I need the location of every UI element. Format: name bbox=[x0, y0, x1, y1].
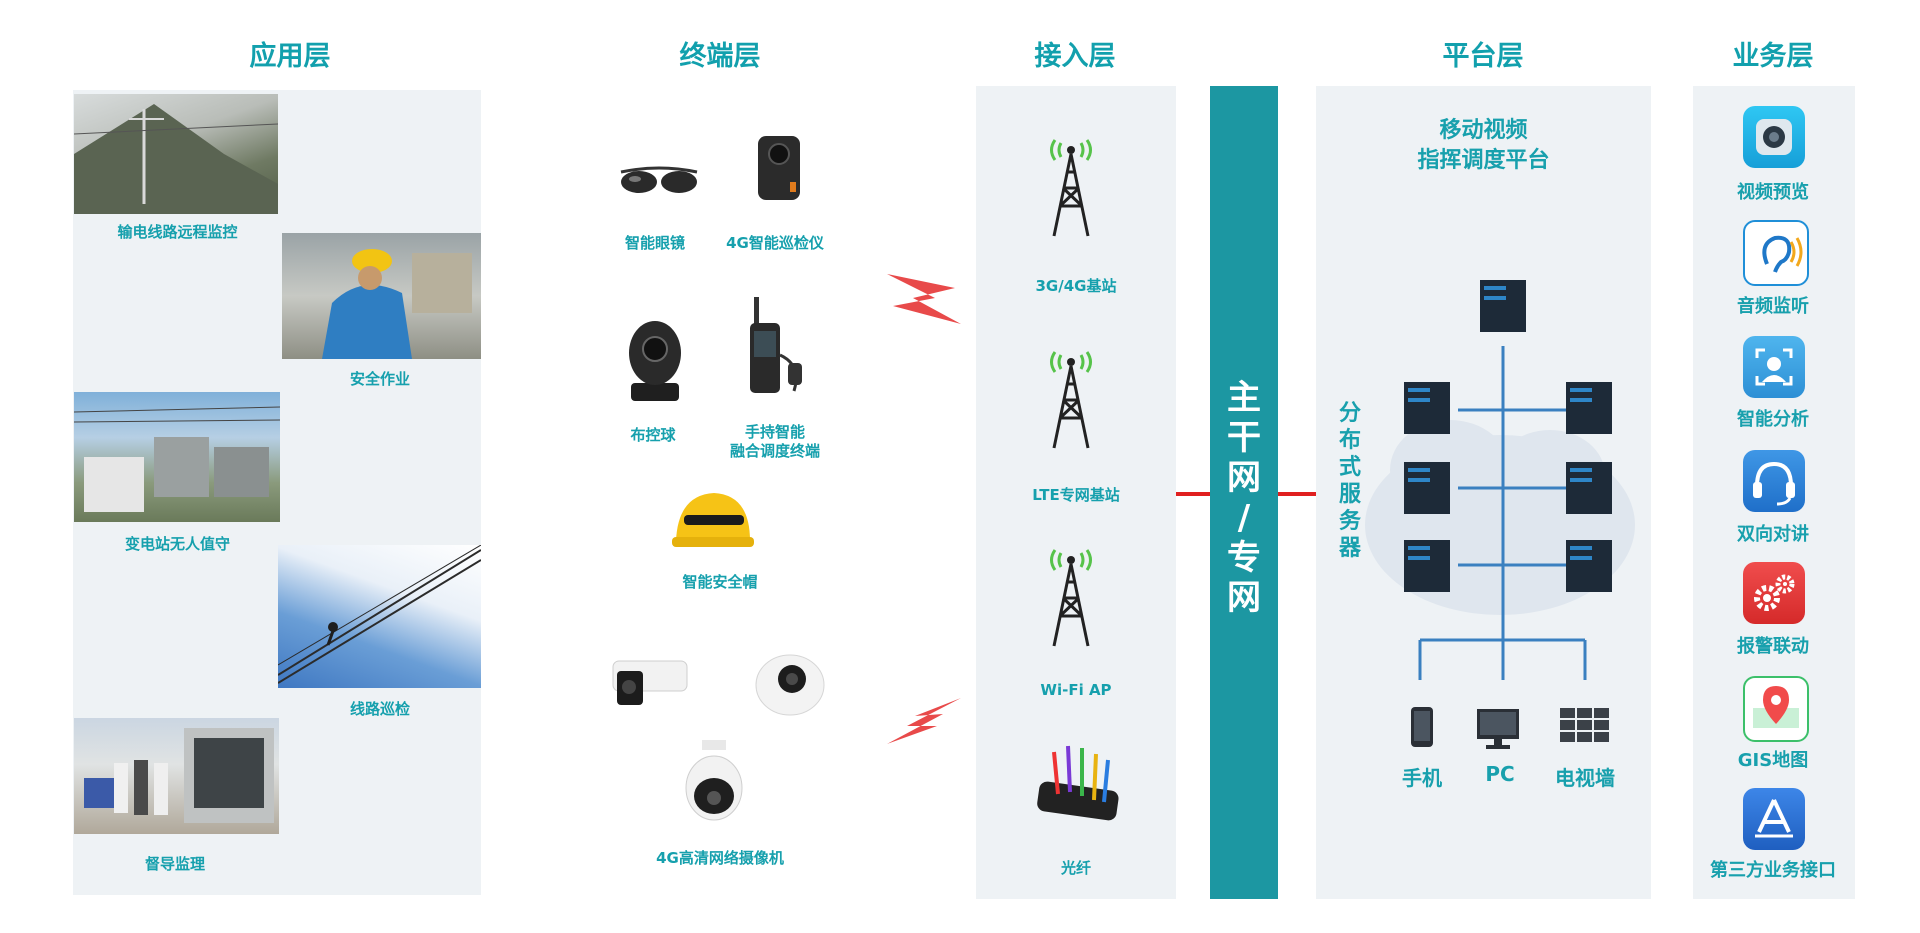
face-scan-icon[interactable] bbox=[1743, 336, 1805, 398]
inspector-device-icon bbox=[758, 136, 800, 200]
label-pc: PC bbox=[1485, 762, 1515, 786]
service-smart-analysis[interactable]: 智能分析 bbox=[1737, 409, 1809, 430]
caption-wifi-ap: Wi-Fi AP bbox=[1040, 681, 1112, 699]
caption-safety-helmet: 智能安全帽 bbox=[682, 573, 758, 591]
access-backbone-link bbox=[1176, 492, 1210, 496]
photo-substation bbox=[74, 392, 280, 522]
distributed-server-label: 分 布 式 服 务 器 bbox=[1338, 401, 1361, 561]
headset-icon[interactable] bbox=[1743, 450, 1805, 512]
caption-3g4g-station: 3G/4G基站 bbox=[1035, 277, 1117, 295]
service-alarm-linkage[interactable]: 报警联动 bbox=[1737, 636, 1809, 657]
caption-line-inspection: 线路巡检 bbox=[349, 700, 410, 718]
caption-substation: 变电站无人值守 bbox=[124, 535, 230, 553]
handheld-terminal-icon bbox=[750, 297, 802, 393]
hemisphere-camera-icon bbox=[755, 654, 825, 716]
caption-handheld-line1: 手持智能 bbox=[744, 423, 805, 441]
platform-title: 移动视频 指挥调度平台 bbox=[1417, 118, 1550, 173]
ear-sound-icon[interactable] bbox=[1743, 220, 1809, 286]
app-store-icon[interactable] bbox=[1743, 788, 1805, 850]
caption-safe-work: 安全作业 bbox=[349, 370, 410, 388]
camera-lens-icon[interactable] bbox=[1743, 106, 1805, 168]
ptz-camera-icon bbox=[685, 740, 743, 821]
caption-transmission-line: 输电线路远程监控 bbox=[117, 223, 238, 241]
backbone-platform-link bbox=[1278, 492, 1316, 496]
tv-wall-icon bbox=[1560, 708, 1609, 742]
fiber-router-icon bbox=[1037, 745, 1119, 821]
safety-helmet-icon bbox=[672, 493, 754, 547]
wifi-tower-icon bbox=[1050, 549, 1092, 647]
caption-dome-camera: 布控球 bbox=[630, 426, 676, 444]
service-intercom[interactable]: 双向对讲 bbox=[1737, 524, 1809, 545]
caption-fiber: 光纤 bbox=[1060, 859, 1091, 877]
photo-safe-work bbox=[282, 233, 481, 359]
server-topology bbox=[1365, 280, 1635, 680]
smart-glasses-icon bbox=[620, 166, 698, 193]
gears-icon[interactable] bbox=[1743, 562, 1805, 624]
service-gis-map[interactable]: GIS地图 bbox=[1737, 750, 1809, 771]
caption-smart-glasses: 智能眼镜 bbox=[624, 234, 685, 252]
wireless-link-icon-bottom bbox=[887, 698, 961, 744]
photo-line-inspection bbox=[278, 545, 481, 688]
service-audio-monitor[interactable]: 音频监听 bbox=[1737, 296, 1809, 317]
label-tv-wall: 电视墙 bbox=[1555, 766, 1615, 790]
phone-icon bbox=[1411, 707, 1433, 747]
title-terminal: 终端层 bbox=[679, 41, 761, 72]
wireless-link-icon-top bbox=[887, 274, 961, 324]
caption-network-camera: 4G高清网络摄像机 bbox=[656, 849, 784, 867]
dome-camera-icon bbox=[629, 321, 681, 401]
lte-tower-icon bbox=[1050, 351, 1092, 449]
backbone-label: 主 干 网 / 专 网 bbox=[1227, 378, 1261, 618]
caption-inspector: 4G智能巡检仪 bbox=[726, 234, 824, 252]
service-video-preview[interactable]: 视频预览 bbox=[1737, 182, 1809, 203]
pc-monitor-icon bbox=[1477, 709, 1519, 749]
caption-supervision: 督导监理 bbox=[144, 855, 205, 873]
base-station-tower-icon bbox=[1050, 139, 1092, 237]
label-phone: 手机 bbox=[1402, 766, 1442, 790]
backbone-network-bar bbox=[1210, 86, 1278, 899]
service-third-party-interface[interactable]: 第三方业务接口 bbox=[1710, 860, 1836, 881]
caption-handheld-line2: 融合调度终端 bbox=[729, 442, 820, 460]
title-application: 应用层 bbox=[249, 41, 331, 72]
photo-supervision bbox=[74, 718, 279, 834]
photo-transmission-line bbox=[74, 94, 278, 214]
map-pin-icon[interactable] bbox=[1743, 676, 1809, 742]
title-access: 接入层 bbox=[1034, 41, 1116, 72]
title-business: 业务层 bbox=[1732, 41, 1814, 72]
bullet-camera-icon bbox=[612, 660, 688, 705]
title-platform: 平台层 bbox=[1442, 41, 1524, 72]
caption-lte-station: LTE专网基站 bbox=[1032, 486, 1120, 504]
access-panel bbox=[976, 86, 1176, 899]
